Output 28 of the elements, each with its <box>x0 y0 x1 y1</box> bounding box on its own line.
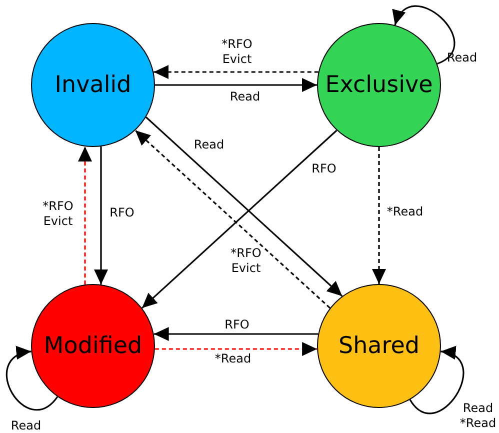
edge-label: RFO <box>312 162 336 176</box>
arrow <box>154 342 318 356</box>
edge-label: RFO <box>110 206 134 220</box>
arrow <box>372 147 386 284</box>
arrow <box>94 146 108 285</box>
edge-label: *RFO Evict <box>230 246 262 276</box>
edge-label: Read <box>194 138 224 152</box>
arrow <box>78 146 92 285</box>
state-name: Shared <box>338 333 420 359</box>
edge-label: Read <box>446 50 478 66</box>
edge-label: *RFO Evict <box>222 37 252 67</box>
arrow <box>6 348 58 410</box>
state-name: Modified <box>44 333 142 359</box>
arrow <box>154 327 318 341</box>
edge-label: *Read <box>214 352 252 366</box>
state-name: Invalid <box>54 72 132 98</box>
state-name: Exclusive <box>325 72 433 98</box>
edge-label: RFO <box>224 318 250 332</box>
arrow <box>145 116 343 297</box>
arrow <box>154 65 318 79</box>
edge-label: *Read <box>386 204 424 220</box>
arrow <box>155 78 317 92</box>
edge-label: Read *Read <box>460 401 496 431</box>
edge-label: *RFO Evict <box>42 199 74 229</box>
arrow <box>409 348 464 414</box>
edge-label: Read <box>10 418 42 433</box>
edge-label: Read <box>230 90 260 104</box>
arrow <box>394 5 456 64</box>
